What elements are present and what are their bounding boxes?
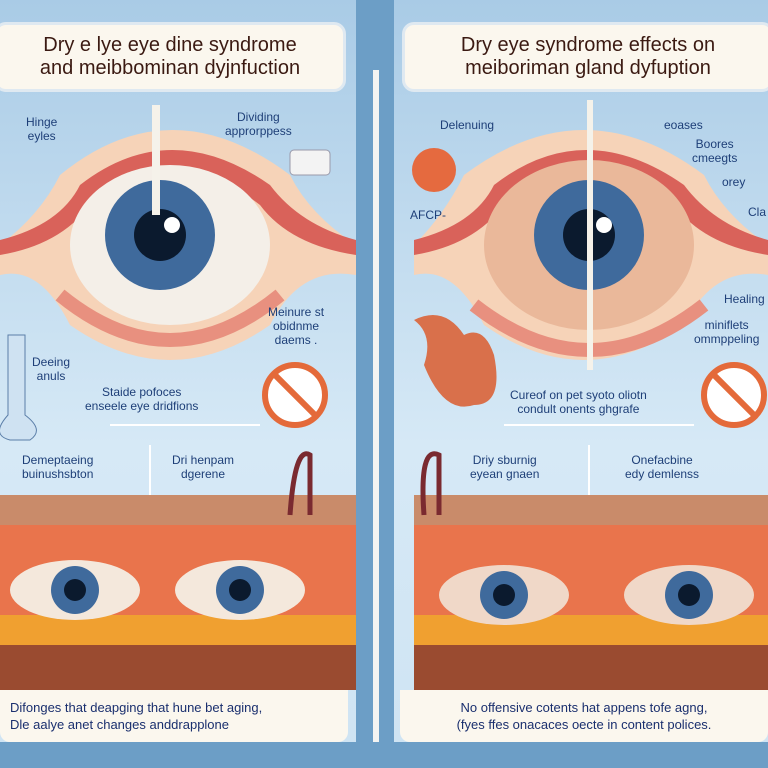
left-title-line1: Dry e lye eye dine syndrome [43, 34, 297, 56]
gland-probe [587, 100, 593, 370]
right-caption: No offensive cotents hat appens tofe agn… [400, 690, 768, 742]
label-afcp: AFCP- [410, 208, 446, 222]
fat-layer [0, 615, 356, 645]
pupil [134, 209, 186, 261]
label-meinure: Meinure st obidnme daems . [268, 305, 325, 347]
label-demeptaeing: Demeptaeing buinushsbton [22, 453, 94, 481]
left-title: Dry e lye eye dine syndrome and meibbomi… [0, 22, 346, 92]
label-cla: Cla [748, 205, 767, 219]
gland-tissue [414, 315, 497, 407]
lower-eyelid [55, 289, 285, 347]
center-divider [373, 70, 379, 742]
right-caption-line1: No offensive cotents hat appens tofe agn… [460, 700, 708, 715]
right-title-line2: meiboriman gland dyfuption [465, 57, 711, 79]
label-driy: Driy sburnig eyean gnaen [470, 453, 540, 481]
label-miniflets: miniflets ommppeling [694, 318, 760, 346]
pupil-highlight [164, 217, 180, 233]
left-title-line2: and meibbominan dyjnfuction [39, 57, 301, 79]
eye-drop-pack [289, 149, 331, 176]
skin-layer [0, 495, 356, 525]
tissue-layer [414, 645, 768, 690]
label-boores: Boores cmeegts [692, 137, 738, 165]
label-hinge-eyles: Hinge eyles [26, 115, 58, 143]
upper-eyelid [0, 150, 356, 255]
left-eye-illustration [0, 105, 356, 690]
upper-eyelid [414, 150, 768, 255]
bacteria-icon [412, 148, 456, 192]
right-caption-line2: (fyes ffes onacaces oecte in content pol… [456, 717, 712, 732]
label-onefaebine: Onefacbine edy demlenss [625, 453, 700, 481]
label-healing: Healing [724, 292, 765, 306]
label-delenuing: Delenuing [440, 118, 495, 132]
flask-icon [0, 334, 37, 441]
pupil-highlight [596, 217, 612, 233]
left-caption: Difonges that deapging that hune bet agi… [0, 690, 348, 742]
label-orey: orey [722, 175, 746, 189]
label-dri-henpam: Dri henpam dgerene [172, 453, 235, 481]
tissue-layer [0, 645, 356, 690]
label-eoases: eoases [664, 118, 703, 132]
left-caption-line1: Difonges that deapging that hune bet agi… [10, 700, 263, 715]
label-cureof: Cureof on pet syoto oliotn condult onent… [510, 388, 647, 416]
right-title: Dry eye syndrome effects on meiboriman g… [402, 22, 768, 92]
gland-probe [152, 105, 160, 215]
skin-layer [414, 495, 768, 525]
label-deeing: Deeing anuls [32, 355, 71, 383]
left-caption-line2: Dle aalye anet changes anddrapplone [10, 717, 230, 732]
right-title-line1: Dry eye syndrome effects on [460, 34, 716, 56]
label-staide: Staide pofoces enseele eye dridfions [85, 385, 199, 413]
right-eye-illustration [412, 100, 768, 690]
label-dividing: Dividing approrppess [225, 110, 292, 138]
